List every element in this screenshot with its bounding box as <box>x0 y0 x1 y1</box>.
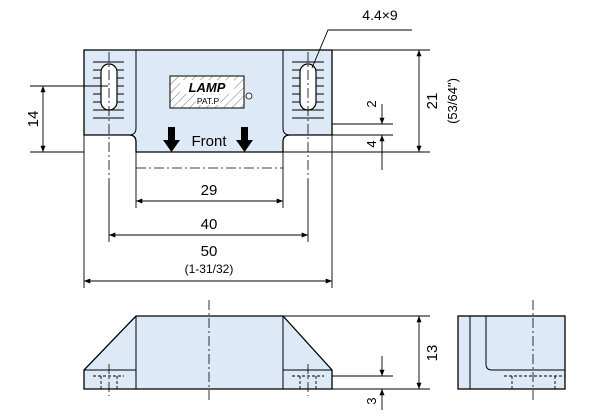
side-view <box>457 300 566 400</box>
arrow-down-icon <box>163 127 180 152</box>
front-view-outline <box>83 315 333 390</box>
dimensions-front <box>283 315 430 410</box>
height-in-label: (53/64") <box>445 78 460 124</box>
dimension-labels-top: 4.4×9 14 21 (53/64") 2 4 29 40 50 (1-31/… <box>25 7 460 276</box>
side-13-label: 13 <box>424 345 441 362</box>
lamp-logo: LAMP PAT.P <box>169 75 253 109</box>
registered-mark-icon <box>245 92 253 100</box>
arrow-down-icon <box>236 127 253 152</box>
hidden-lines-front <box>93 375 324 389</box>
dimension-labels-front: 13 3 <box>364 345 441 405</box>
centerlines-top <box>108 52 309 180</box>
width-40-label: 40 <box>201 216 218 233</box>
left-height-label: 14 <box>25 111 42 128</box>
centerlines-front <box>108 300 309 400</box>
left-mounting-slot <box>93 61 124 119</box>
logo-main-text: LAMP <box>189 80 226 95</box>
front-indicator: Front <box>163 127 253 152</box>
width-50-label: 50 <box>201 243 218 260</box>
dimensions-top <box>30 29 430 288</box>
top-view: LAMP PAT.P Front <box>83 49 333 180</box>
step-4-label: 4 <box>364 140 379 147</box>
front-label: Front <box>191 133 227 150</box>
hidden-lines-side <box>504 375 565 389</box>
width-50-inch-label: (1-31/32) <box>185 262 234 276</box>
front-view <box>83 300 333 400</box>
width-29-label: 29 <box>201 182 218 199</box>
hole-callout-leader <box>311 29 412 69</box>
side-view-outline <box>457 315 566 390</box>
hole-callout-label: 4.4×9 <box>362 7 398 23</box>
logo-sub-text: PAT.P <box>197 96 220 106</box>
step-2-label: 2 <box>364 100 379 107</box>
side-3-label: 3 <box>364 397 379 404</box>
height-mm-label: 21 <box>424 93 441 110</box>
